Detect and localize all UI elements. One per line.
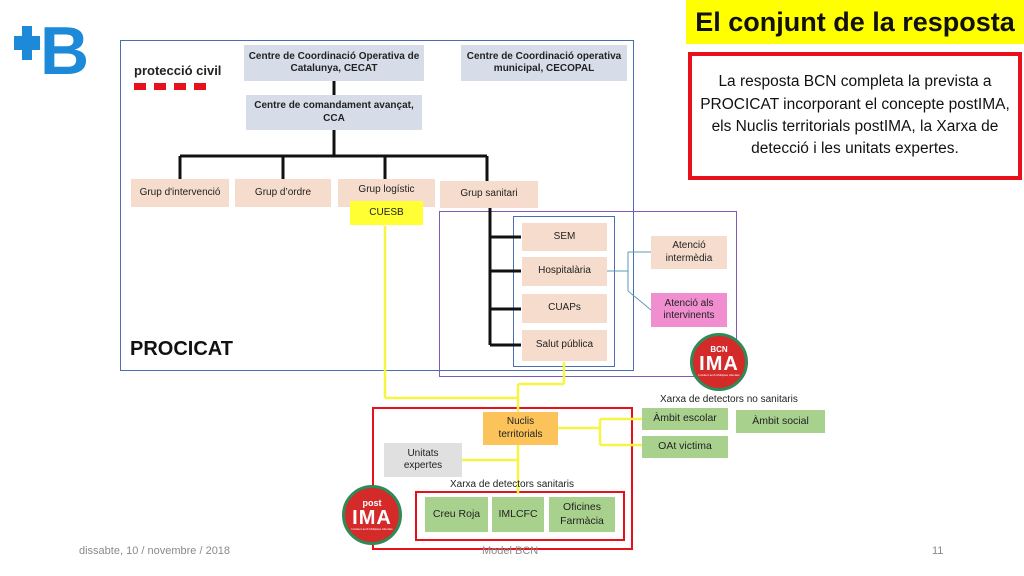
node-cuesb: CUESB — [350, 201, 423, 225]
sanitaris-frame — [415, 491, 625, 541]
bcn-logo: B — [14, 13, 96, 89]
label-xarxa-no-sanitaris: Xarxa de detectors no sanitaris — [660, 394, 798, 405]
summary-text: La resposta BCN completa la prevista a P… — [700, 73, 1010, 158]
post-ima-logo: post IMA Incident amb Múltiples Afectats — [342, 485, 402, 545]
bcn-ima-sub: Incident amb Múltiples Afectats — [698, 373, 740, 378]
node-cecopal: Centre de Coordinació operativa municipa… — [461, 45, 627, 81]
postima-frame — [372, 407, 633, 550]
node-grup-sanitari: Grup sanitari — [440, 181, 538, 208]
node-atencio-intermedia: Atenció intermèdia — [651, 236, 727, 269]
footer-page-number: 11 — [932, 545, 944, 557]
procicat-label: PROCICAT — [130, 338, 233, 360]
node-nuclis-territorials: Nuclis territorials — [483, 412, 558, 445]
node-cca: Centre de comandament avançat, CCA — [246, 95, 422, 130]
proteccio-civil-text: protecció civil — [134, 63, 222, 78]
bcn-ima-logo: BCN IMA Incident amb Múltiples Afectats — [690, 333, 748, 391]
node-oat-victima: OAt victima — [642, 436, 728, 458]
node-cuaps: CUAPs — [522, 294, 607, 323]
node-unitats-expertes: Unitats expertes — [384, 443, 462, 477]
procicat-frame — [120, 40, 634, 371]
sanitari-frame — [439, 211, 737, 377]
node-ambit-social: Àmbit social — [736, 410, 825, 433]
proteccio-civil-logo: protecció civil — [134, 62, 244, 92]
slide-title: El conjunt de la resposta — [686, 0, 1024, 44]
node-hospitalaria: Hospitalària — [522, 257, 607, 286]
post-ima-sub: Incident amb Múltiples Afectats — [351, 526, 393, 531]
proteccio-civil-marks — [134, 83, 244, 90]
post-ima-top: post — [362, 497, 382, 508]
footer-date: dissabte, 10 / novembre / 2018 — [79, 545, 231, 557]
node-sem: SEM — [522, 223, 607, 251]
summary-box: La resposta BCN completa la prevista a P… — [688, 52, 1022, 180]
node-imlcfc: IMLCFC — [492, 497, 544, 532]
bcn-ima-top: BCN — [710, 345, 728, 355]
post-ima-main: IMA — [352, 506, 392, 529]
slide-title-text: El conjunt de la resposta — [695, 6, 1015, 37]
bcn-logo-icon: B — [14, 13, 89, 89]
node-grup-intervencio: Grup d'intervenció — [131, 179, 229, 207]
footer-center: Model BCN — [482, 545, 539, 557]
node-oficines-farmacia: Oficines Farmàcia — [549, 497, 615, 532]
node-atencio-intervinents: Atenció als intervinents — [651, 293, 727, 327]
node-grup-ordre: Grup d’ordre — [235, 179, 331, 207]
bcn-ima-main: IMA — [699, 353, 739, 376]
node-salut-publica: Salut pública — [522, 330, 607, 361]
node-cecat: Centre de Coordinació Operativa de Catal… — [244, 45, 424, 81]
svg-text:B: B — [40, 14, 89, 80]
label-xarxa-sanitaris: Xarxa de detectors sanitaris — [450, 479, 574, 490]
node-creu-roja: Creu Roja — [425, 497, 488, 532]
node-ambit-escolar: Àmbit escolar — [642, 408, 728, 430]
